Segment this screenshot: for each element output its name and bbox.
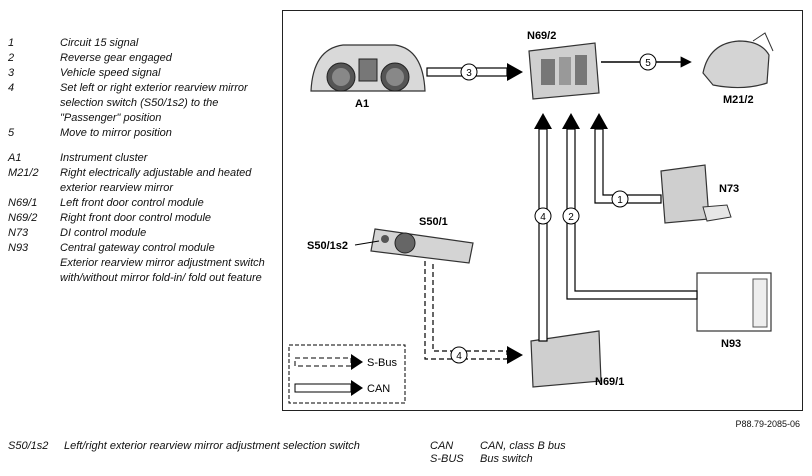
right-door-control-module bbox=[528, 42, 600, 100]
marker-2 bbox=[562, 207, 580, 225]
key-sbus-label: S-Bus bbox=[367, 357, 397, 369]
footer-key: S-BUS bbox=[430, 453, 464, 465]
legend-key: 1 bbox=[8, 37, 15, 49]
legend-text: Move to mirror position bbox=[60, 127, 172, 139]
marker-1-label: 1 bbox=[617, 195, 623, 206]
marker-2-label: 2 bbox=[568, 212, 574, 223]
marker-3 bbox=[460, 63, 478, 81]
legend-row: M21/2 Right electrically adjustable and h… bbox=[8, 166, 276, 196]
can-link-1 bbox=[590, 113, 662, 204]
legend-row: 3 Vehicle speed signal bbox=[8, 66, 276, 81]
key-can-label: CAN bbox=[367, 383, 390, 395]
marker-1 bbox=[611, 190, 629, 208]
legend-row: N69/1 Left front door control module bbox=[8, 196, 276, 211]
legend-row: A1 Instrument cluster bbox=[8, 151, 276, 166]
footer-left: S50/1s2 Left/right exterior rearview mir… bbox=[8, 440, 388, 453]
label-n69-1: N69/1 bbox=[595, 376, 624, 388]
legend-row: N73 DI control module bbox=[8, 226, 276, 241]
legend-key: N69/2 bbox=[8, 212, 38, 224]
instrument-cluster bbox=[310, 44, 426, 92]
legend-key: N73 bbox=[8, 227, 29, 239]
diagram-canvas: A1 N69/2 M21/2 N73 S50/1 S50/1s2 bbox=[288, 30, 774, 404]
legend-row: 1 Circuit 15 signal bbox=[8, 36, 276, 51]
left-door-control-module bbox=[530, 330, 602, 388]
di-control-module bbox=[660, 164, 732, 224]
marker-4a-label: 4 bbox=[540, 212, 546, 223]
label-n73: N73 bbox=[719, 183, 739, 195]
legend-key: A1 bbox=[8, 152, 22, 164]
legend-row: N69/2 Right front door control module bbox=[8, 211, 276, 226]
legend-text: Exterior rearview mirror adjustment swit… bbox=[60, 257, 265, 284]
marker-4b bbox=[450, 346, 468, 364]
marker-4b-label: 4 bbox=[456, 351, 462, 362]
legend-text: Circuit 15 signal bbox=[60, 37, 139, 49]
legend-text: Left front door control module bbox=[60, 197, 204, 209]
mirror-adjustment-switch bbox=[370, 228, 474, 264]
can-link-4 bbox=[534, 113, 552, 342]
legend-text: Reverse gear engaged bbox=[60, 52, 172, 64]
legend-text: Central gateway control module bbox=[60, 242, 215, 254]
footer-text: Bus switch bbox=[480, 453, 533, 465]
label-a1: A1 bbox=[355, 98, 369, 110]
legend-text: DI control module bbox=[60, 227, 147, 239]
label-n69-2: N69/2 bbox=[527, 30, 556, 42]
legend-text: Instrument cluster bbox=[60, 152, 148, 164]
legend-key: 2 bbox=[8, 52, 15, 64]
marker-5 bbox=[639, 53, 657, 71]
legend-key bbox=[8, 256, 60, 286]
figure-reference: P88.79-2085-06 bbox=[735, 419, 800, 429]
legend-key: 4 bbox=[8, 82, 15, 94]
footer-text: Left/right exterior rearview mirror adju… bbox=[64, 440, 360, 452]
legend-row: N93 Central gateway control module bbox=[8, 241, 276, 256]
legend-key: 3 bbox=[8, 67, 15, 79]
legend-key: 5 bbox=[8, 127, 15, 139]
legend-key: N69/1 bbox=[8, 197, 38, 209]
line-key bbox=[288, 344, 406, 404]
legend-key: M21/2 bbox=[8, 167, 39, 179]
footer-text: CAN, class B bus bbox=[480, 440, 566, 452]
legend-key: N93 bbox=[8, 242, 29, 254]
footer-key: CAN bbox=[430, 440, 454, 452]
legend-row: 2 Reverse gear engaged bbox=[8, 51, 276, 66]
legend-text: Right electrically adjustable and heated… bbox=[60, 167, 252, 194]
diagram-frame: A1 N69/2 M21/2 N73 S50/1 S50/1s2 bbox=[282, 10, 803, 411]
label-m21-2: M21/2 bbox=[723, 94, 754, 106]
marker-3-label: 3 bbox=[466, 68, 472, 79]
legend-row: Exterior rearview mirror adjustment swit… bbox=[8, 256, 276, 286]
legend: 1 Circuit 15 signal 2 Reverse gear engaged… bbox=[8, 36, 276, 286]
legend-text: Set left or right exterior rearview mirr… bbox=[60, 82, 248, 124]
exterior-mirror bbox=[702, 32, 774, 89]
footer-right: CAN CAN, class B bus S-BUS Bus switch bbox=[430, 440, 790, 466]
legend-text: Right front door control module bbox=[60, 212, 212, 224]
label-s50-1: S50/1 bbox=[419, 216, 448, 228]
label-n93: N93 bbox=[721, 338, 741, 350]
central-gateway-module bbox=[696, 272, 772, 332]
legend-text: Vehicle speed signal bbox=[60, 67, 161, 79]
legend-row: 4 Set left or right exterior rearview mir… bbox=[8, 81, 276, 126]
sbus-link-4 bbox=[424, 261, 523, 364]
footer-key: S50/1s2 bbox=[8, 440, 49, 452]
label-s50-1s2: S50/1s2 bbox=[307, 240, 348, 252]
legend-row: 5 Move to mirror position bbox=[8, 126, 276, 141]
can-link-2 bbox=[562, 113, 698, 300]
marker-5-label: 5 bbox=[645, 58, 651, 69]
marker-4a bbox=[534, 207, 552, 225]
